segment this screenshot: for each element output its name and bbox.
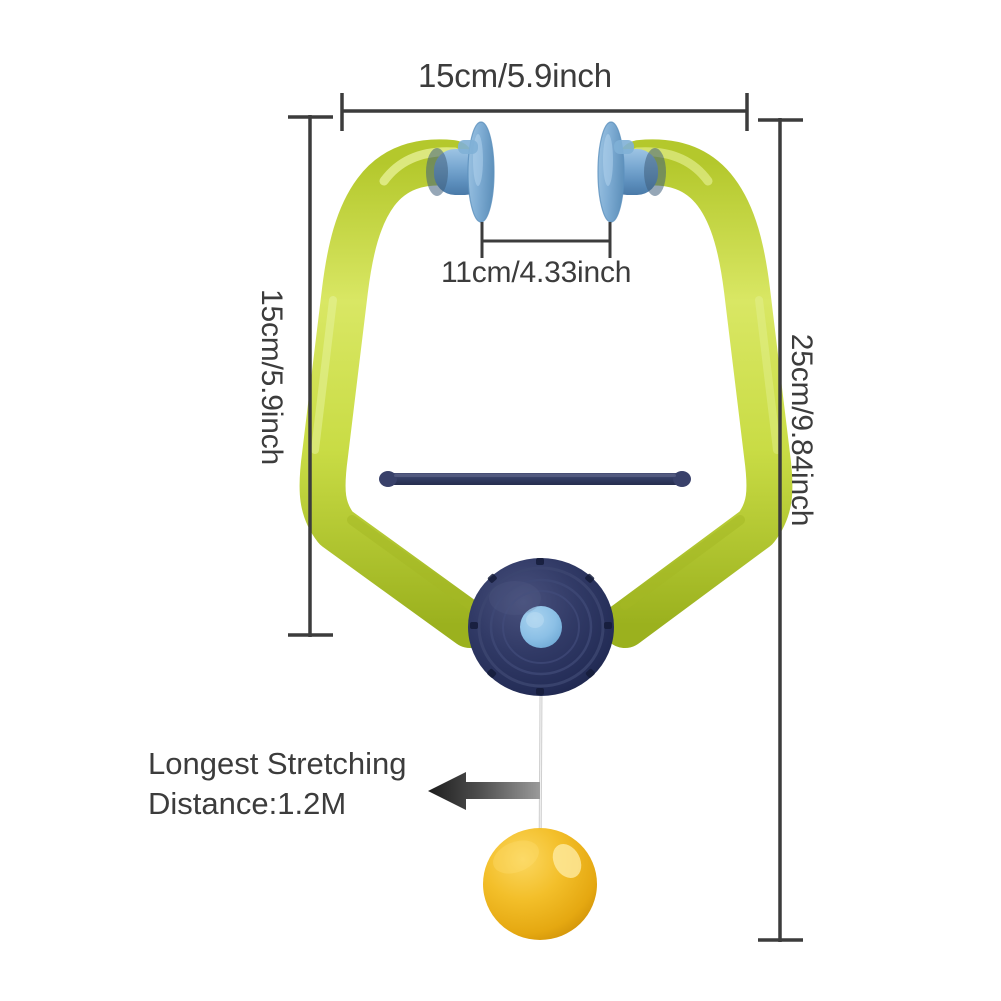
label-inner-grip-span: 11cm/4.33inch bbox=[441, 256, 632, 289]
dimension-total-height bbox=[758, 118, 803, 942]
right-grip bbox=[597, 121, 666, 223]
dimension-lines bbox=[288, 93, 803, 942]
crossbar bbox=[379, 471, 691, 487]
green-frame bbox=[299, 139, 793, 648]
note-line-1: Longest Stretching bbox=[148, 746, 407, 781]
note-line-2: Distance:1.2M bbox=[148, 786, 347, 821]
dimension-inner-span bbox=[480, 222, 612, 258]
dimension-top-width bbox=[340, 93, 749, 131]
stretching-distance-note: Longest Stretching Distance:1.2M bbox=[148, 744, 407, 824]
arrow-left-icon bbox=[428, 772, 540, 810]
left-grip bbox=[426, 121, 495, 223]
label-total-height: 25cm/9.84inch bbox=[785, 333, 818, 527]
ball bbox=[483, 828, 597, 940]
hub-reel bbox=[468, 558, 614, 696]
label-top-width: 15cm/5.9inch bbox=[418, 57, 612, 94]
label-frame-height: 15cm/5.9inch bbox=[255, 288, 288, 466]
dimension-frame-height bbox=[288, 115, 333, 637]
